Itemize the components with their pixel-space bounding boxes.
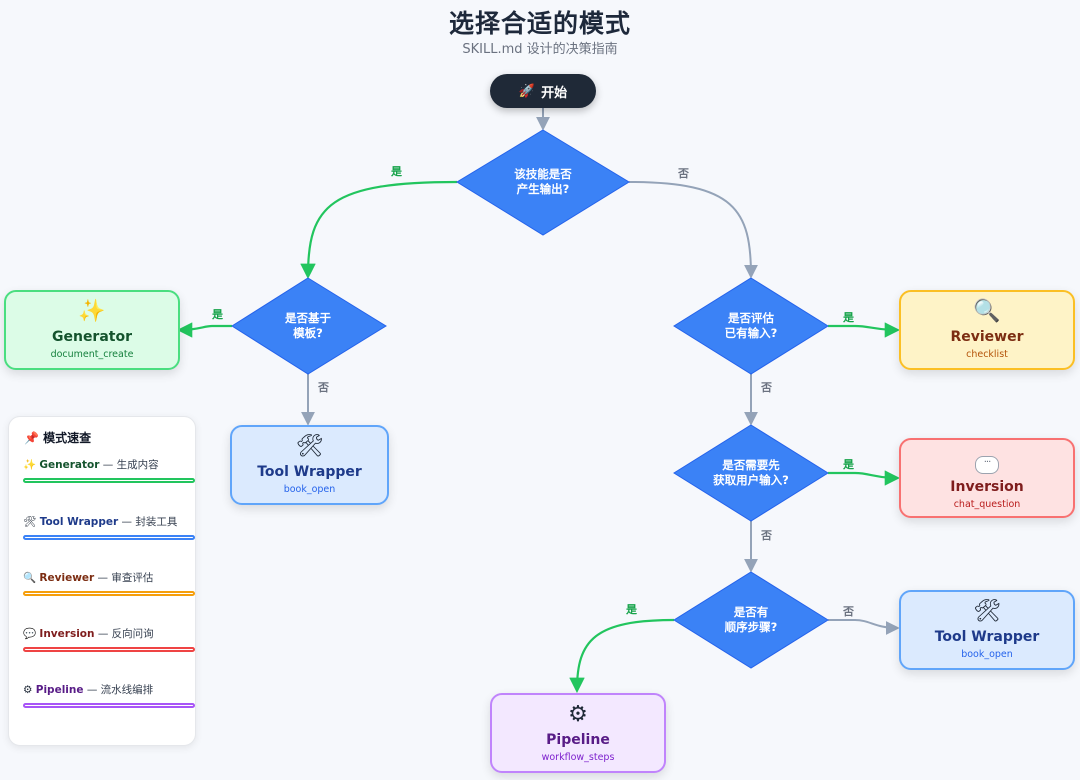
tool-wrapper-node: 🛠 Tool Wrapper book_open bbox=[230, 425, 389, 505]
decision-label-output: 该技能是否 产生输出? bbox=[514, 167, 572, 196]
rocket-icon: 🚀 bbox=[518, 83, 536, 99]
page-title: 选择合适的模式 bbox=[448, 9, 631, 38]
pipeline-name: Pipeline bbox=[546, 732, 610, 748]
legend-item-desc: — 审查评估 bbox=[94, 572, 154, 584]
decision-diamond-template bbox=[231, 277, 387, 375]
inversion-node: ··· Inversion chat_question bbox=[899, 438, 1075, 518]
legend-item: 💬 Inversion — 反向问询 bbox=[23, 626, 197, 652]
edge-d4-yes bbox=[828, 470, 901, 486]
legend-item-desc: — 流水线编排 bbox=[83, 684, 154, 696]
decision-diamond-evaluate bbox=[673, 277, 829, 375]
legend-color-bar bbox=[23, 478, 195, 483]
legend-item: ⚙ Pipeline — 流水线编排 bbox=[23, 682, 197, 708]
edge-label-yes: 是 bbox=[843, 458, 854, 471]
legend-item-text: 🔍 Reviewer — 审查评估 bbox=[23, 570, 197, 585]
edge-label-yes: 是 bbox=[212, 308, 223, 321]
legend-item: ✨ Generator — 生成内容 bbox=[23, 457, 197, 483]
sparkles-icon: ✨ bbox=[78, 299, 106, 324]
legend-item-desc: — 生成内容 bbox=[99, 459, 159, 471]
edge-label-yes: 是 bbox=[391, 165, 402, 178]
legend-item-name: Inversion bbox=[39, 628, 95, 640]
tool-wrapper-name: Tool Wrapper bbox=[257, 464, 362, 480]
edge-d5-no bbox=[828, 619, 900, 635]
gear-icon: ⚙ bbox=[23, 684, 33, 696]
edge-label-no: 否 bbox=[843, 605, 854, 618]
edge-d1-yes bbox=[300, 180, 458, 280]
tool-wrapper-node: 🛠 Tool Wrapper book_open bbox=[899, 590, 1075, 670]
start-label: 开始 bbox=[541, 85, 568, 101]
sparkles-icon: ✨ bbox=[23, 459, 37, 471]
inversion-name: Inversion bbox=[950, 478, 1024, 495]
legend-color-bar bbox=[23, 591, 195, 596]
pushpin-icon: 📌 bbox=[24, 431, 39, 445]
edge-d5-yes bbox=[569, 618, 675, 694]
legend-item-name: Tool Wrapper bbox=[39, 516, 119, 528]
edge-label-yes: 是 bbox=[626, 603, 637, 616]
reviewer-name: Reviewer bbox=[950, 329, 1024, 345]
legend-item-desc: — 反向问询 bbox=[94, 628, 154, 640]
legend-color-bar bbox=[23, 647, 195, 652]
edge-label-no: 否 bbox=[761, 381, 772, 394]
legend-item: 🛠 Tool Wrapper — 封装工具 bbox=[23, 514, 197, 540]
tool-wrapper-subtitle: book_open bbox=[961, 649, 1013, 660]
magnifier-icon: 🔍 bbox=[23, 572, 37, 584]
speech-bubble-icon: 💬 bbox=[23, 628, 37, 640]
legend-item-name: Generator bbox=[39, 459, 100, 471]
legend-item-desc: — 封装工具 bbox=[118, 516, 178, 528]
generator-subtitle: document_create bbox=[50, 349, 134, 360]
decision-diamond-sequential bbox=[673, 571, 829, 669]
page-subtitle: SKILL.md 设计的决策指南 bbox=[462, 42, 618, 57]
legend-color-bar bbox=[23, 703, 195, 708]
pipeline-node: ⚙ Pipeline workflow_steps bbox=[490, 693, 666, 773]
tools-icon: 🛠 bbox=[23, 516, 37, 528]
generator-name: Generator bbox=[51, 329, 132, 345]
edge-label-no: 否 bbox=[761, 529, 772, 542]
legend-color-bar bbox=[23, 535, 195, 540]
decision-diamond-user-input bbox=[673, 424, 829, 522]
reviewer-node: 🔍 Reviewer checklist bbox=[899, 290, 1075, 370]
start-node: 🚀 开始 bbox=[490, 74, 596, 108]
generator-node: ✨ Generator document_create bbox=[4, 290, 180, 370]
edge-label-yes: 是 bbox=[843, 311, 854, 324]
legend-item-text: ⚙ Pipeline — 流水线编排 bbox=[23, 682, 197, 697]
decision-label-sequential: 是否有 顺序步骤? bbox=[724, 605, 778, 634]
legend-title-text: 模式速查 bbox=[43, 431, 92, 445]
edge-label-no: 否 bbox=[678, 167, 689, 180]
decision-label-evaluate: 是否评估 已有输入? bbox=[724, 311, 778, 340]
legend-item-text: ✨ Generator — 生成内容 bbox=[23, 457, 197, 472]
speech-bubble-icon: ··· bbox=[975, 447, 999, 474]
legend-item-name: Reviewer bbox=[39, 572, 95, 584]
reviewer-subtitle: checklist bbox=[966, 349, 1008, 360]
pipeline-subtitle: workflow_steps bbox=[541, 752, 615, 763]
decision-label-template: 是否基于 模板? bbox=[285, 311, 331, 340]
magnifier-icon: 🔍 bbox=[973, 299, 1001, 324]
edge-d2-yes bbox=[176, 322, 232, 338]
legend-title: 📌 模式速查 bbox=[24, 429, 91, 446]
gear-icon: ⚙ bbox=[568, 702, 588, 727]
legend-panel: 📌 模式速查 ✨ Generator — 生成内容 🛠 Tool Wrapper … bbox=[8, 416, 196, 746]
legend-item-text: 🛠 Tool Wrapper — 封装工具 bbox=[23, 514, 197, 529]
edge-d3-yes bbox=[828, 322, 901, 338]
legend-item-text: 💬 Inversion — 反向问询 bbox=[23, 626, 197, 641]
edge-label-no: 否 bbox=[318, 381, 329, 394]
tool-wrapper-subtitle: book_open bbox=[283, 484, 336, 495]
legend-item: 🔍 Reviewer — 审查评估 bbox=[23, 570, 197, 596]
edge-d1-no bbox=[628, 181, 758, 279]
tools-icon: 🛠 bbox=[295, 434, 324, 459]
inversion-subtitle: chat_question bbox=[953, 498, 1021, 510]
legend-item-name: Pipeline bbox=[35, 684, 84, 696]
decision-label-user-input: 是否需要先 获取用户输入? bbox=[713, 458, 789, 487]
tool-wrapper-name: Tool Wrapper bbox=[934, 629, 1040, 645]
tools-icon: 🛠 bbox=[973, 599, 1001, 624]
decision-diamond-output bbox=[456, 129, 630, 236]
